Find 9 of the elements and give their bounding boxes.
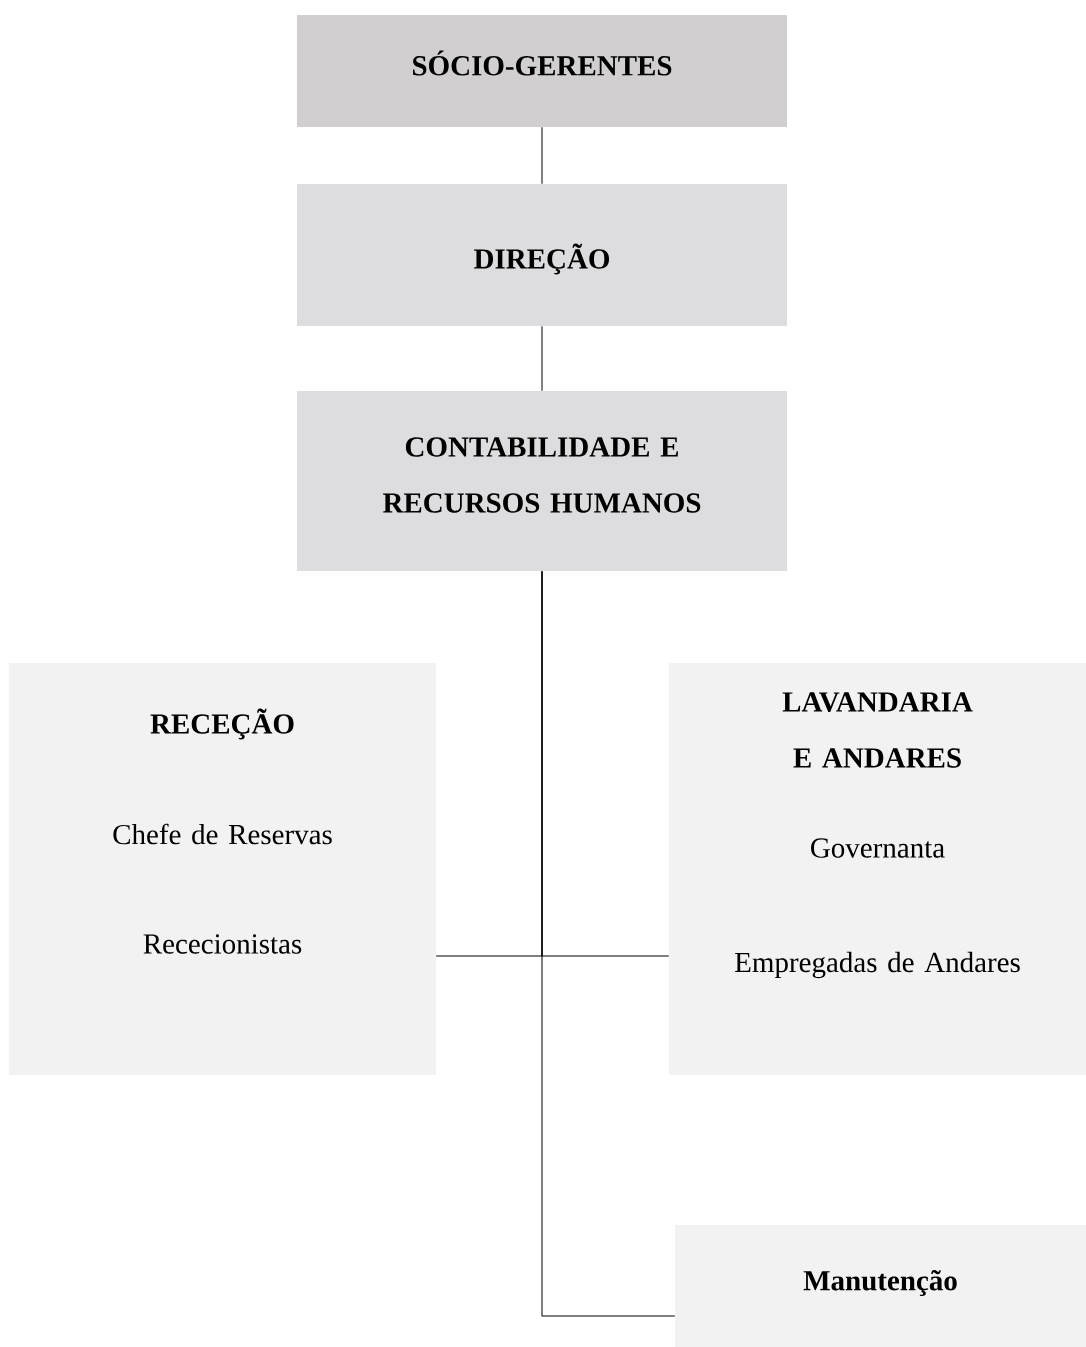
department-box: CONTABILIDADE E RECURSOS HUMANOS — [297, 391, 787, 571]
department-box: DIREÇÃO — [297, 184, 787, 326]
department-box: SÓCIO-GERENTES — [297, 15, 787, 127]
connector-line — [541, 325, 543, 392]
department-box: RECEÇÃO Chefe de Reservas Rececionistas — [9, 663, 436, 1075]
department-box: Manutenção — [675, 1225, 1086, 1347]
connector-line — [541, 570, 676, 1317]
department-box: LAVANDARIA E ANDARES Governanta Empregadas de Andares — [669, 663, 1086, 1075]
connector-line — [541, 126, 543, 185]
